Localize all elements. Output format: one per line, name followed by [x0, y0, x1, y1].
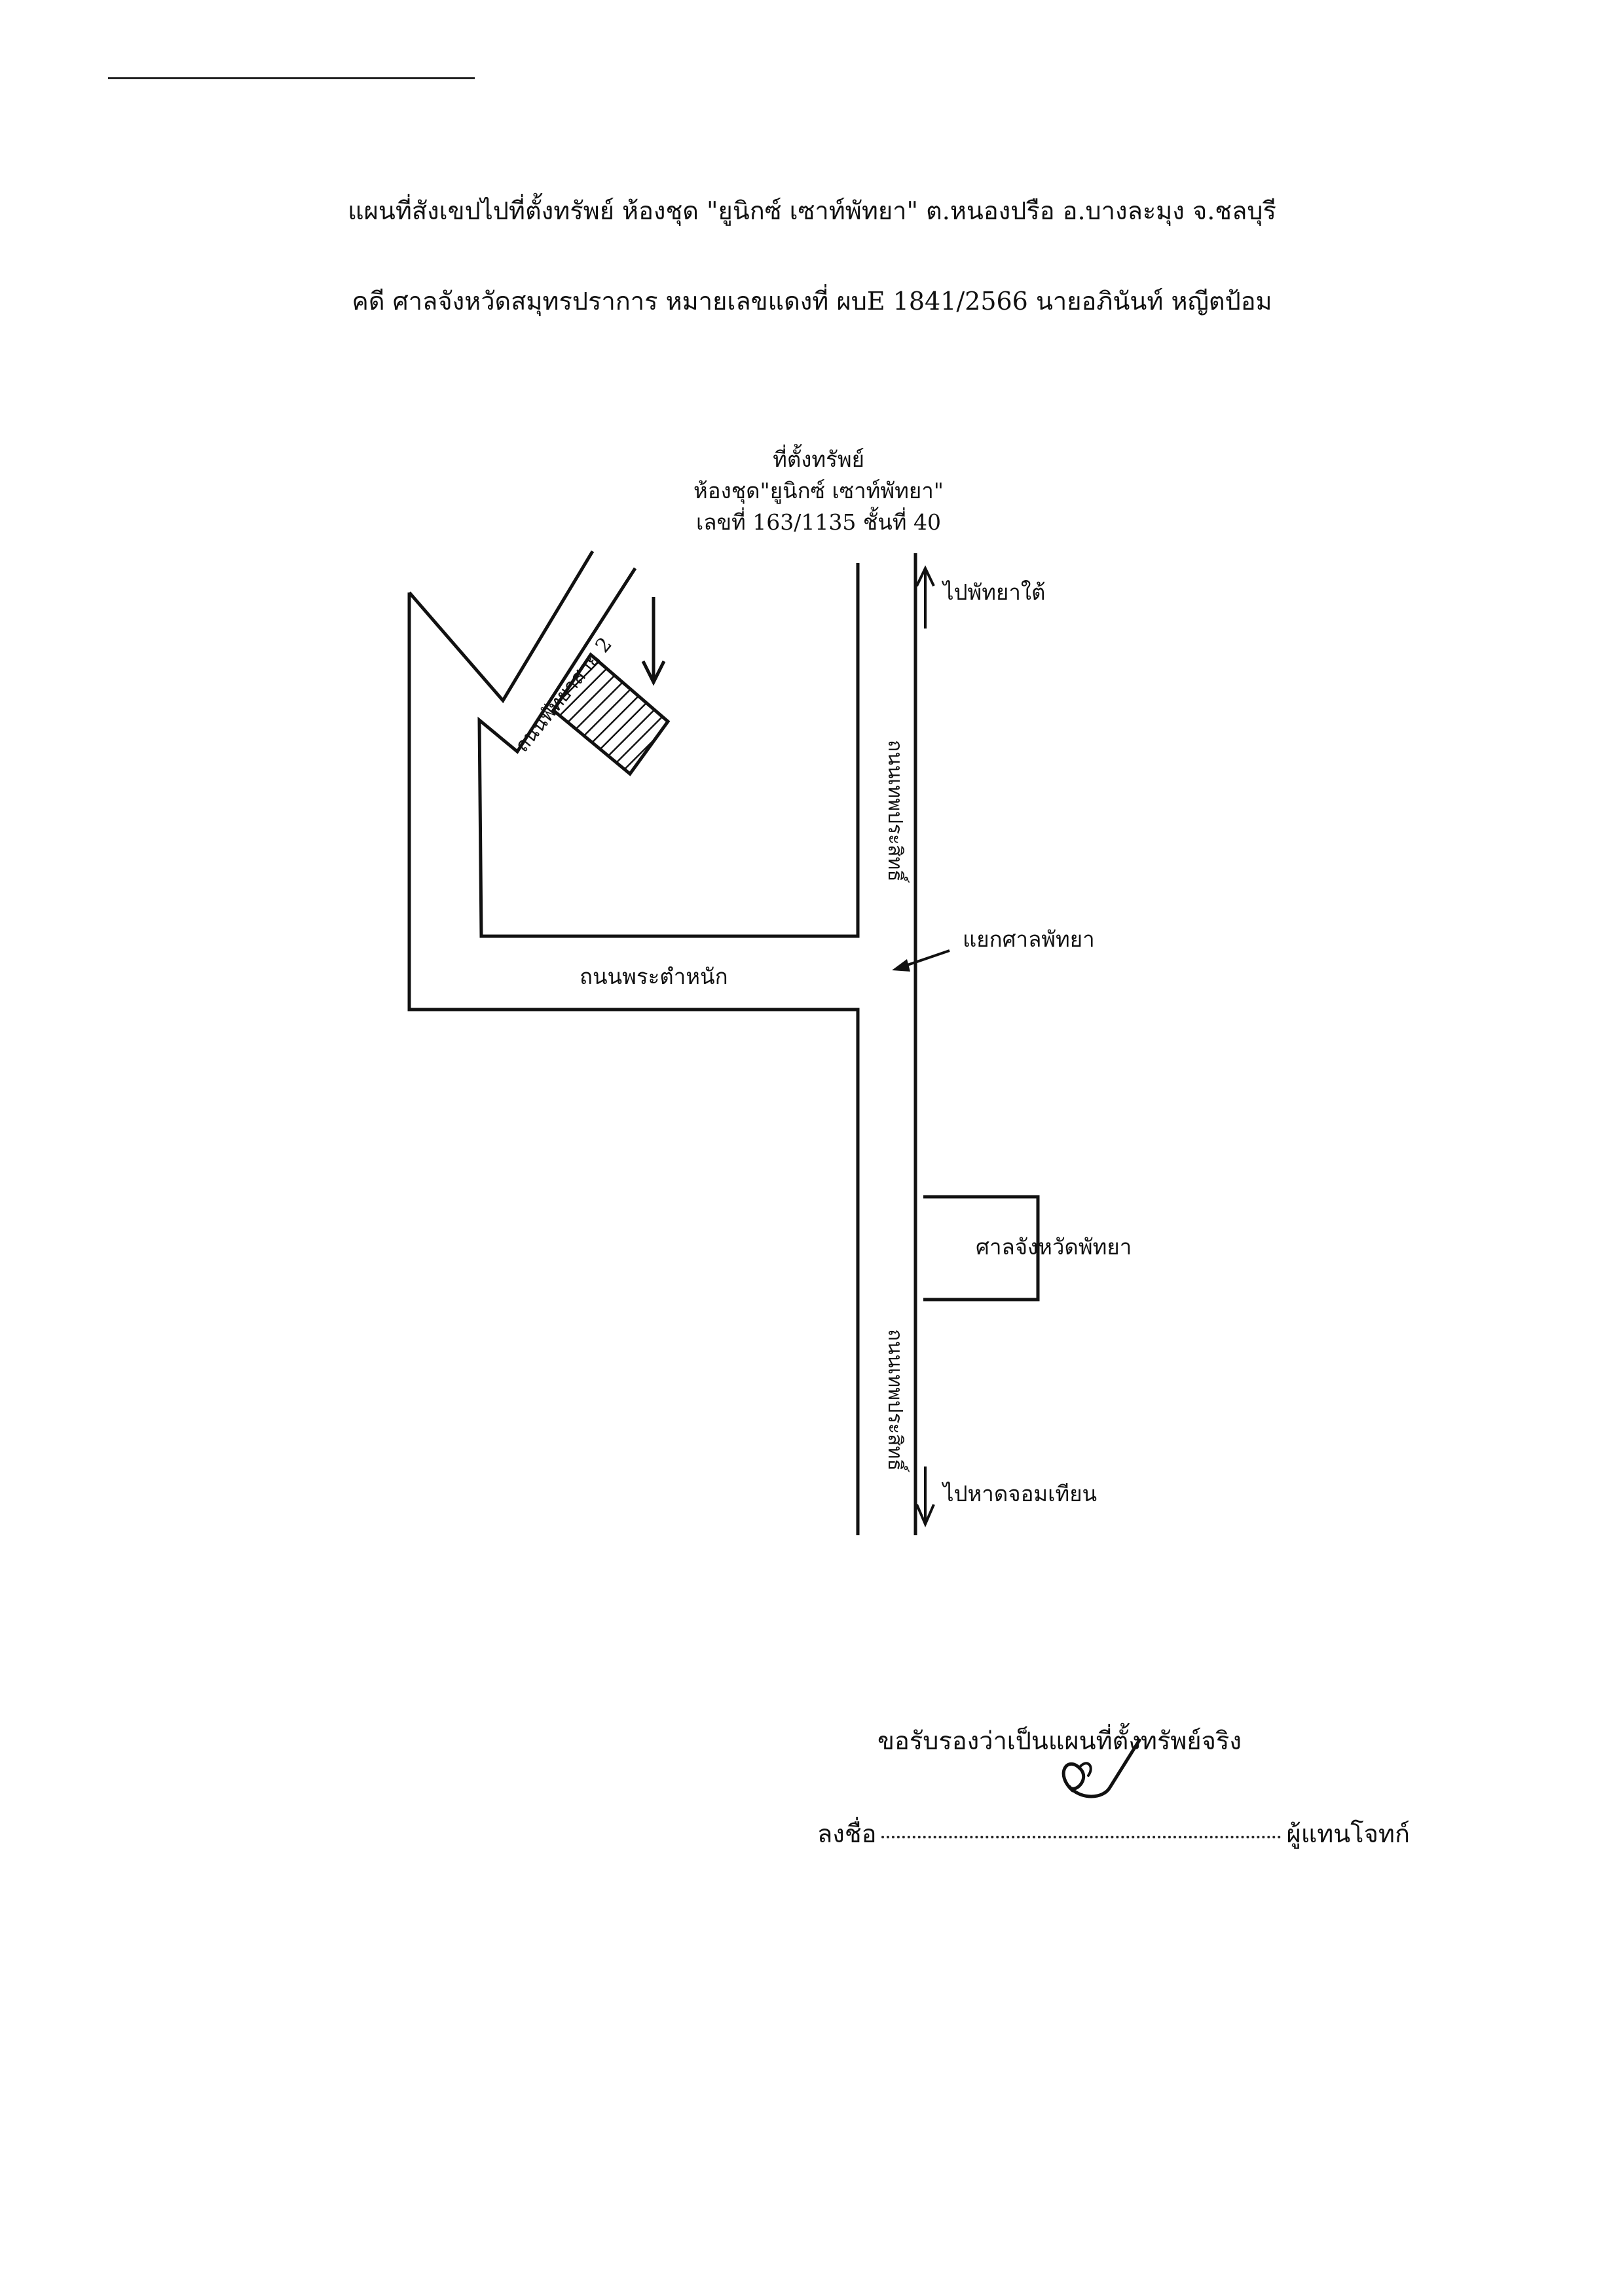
- sign-prefix: ลงชื่อ: [817, 1819, 877, 1848]
- certification-statement: ขอรับรองว่าเป็นแผนที่ตั้งทรัพย์จริง: [877, 1726, 1242, 1755]
- signature-line: ลงชื่อ ผู้แทนโจทก์: [817, 1813, 1410, 1853]
- south-arrow: [915, 1467, 935, 1528]
- road-label-thepprasit-south: ถนนเทพประสิทธิ์: [883, 1329, 906, 1471]
- road-label-phra-tamnak: ถนนพระตำหนัก: [580, 964, 728, 989]
- road-label-thepprasit-north: ถนนเทพประสิทธิ์: [883, 740, 906, 882]
- property-pointer-arrow: [641, 597, 666, 686]
- handwritten-signature: [1061, 1738, 1141, 1798]
- place-label-pattaya-court: ศาลจังหวัดพัทยา: [976, 1234, 1132, 1260]
- signature-dotted-line: [881, 1836, 1282, 1838]
- property-unit-number: เลขที่ 163/1135 ชั้นที่ 40: [695, 509, 942, 535]
- left-block-outline: [408, 550, 595, 704]
- place-label-to-south-pattaya: ไปพัทยาใต้: [943, 579, 1046, 605]
- document-title: แผนที่สังเขปไปที่ตั้งทรัพย์ ห้องชุด "ยูน…: [348, 196, 1276, 225]
- property-location-label: ที่ตั้งทรัพย์ ห้องชุด"ยูนิกซ์ เซาท์พัทยา…: [655, 444, 982, 538]
- pattaya-court-building: [923, 1195, 1040, 1302]
- property-building-hatched: [551, 652, 671, 776]
- place-label-to-jomtien: ไปหาดจอมเทียน: [943, 1481, 1098, 1506]
- property-building-name: ห้องชุด"ยูนิกซ์ เซาท์พัทยา": [693, 477, 944, 503]
- left-road-edge-outer: [407, 592, 860, 1535]
- pattaya-sai-2-inner-edge: [477, 563, 860, 938]
- property-heading: ที่ตั้งทรัพย์: [773, 446, 864, 472]
- case-reference: คดี ศาลจังหวัดสมุทรปราการ หมายเลขแดงที่ …: [352, 287, 1272, 316]
- top-rule: [108, 77, 475, 79]
- place-label-court-intersection: แยกศาลพัทยา: [963, 926, 1095, 952]
- north-arrow: [915, 565, 935, 629]
- intersection-pointer-arrow: [892, 949, 950, 972]
- sign-suffix: ผู้แทนโจทก์: [1286, 1819, 1410, 1848]
